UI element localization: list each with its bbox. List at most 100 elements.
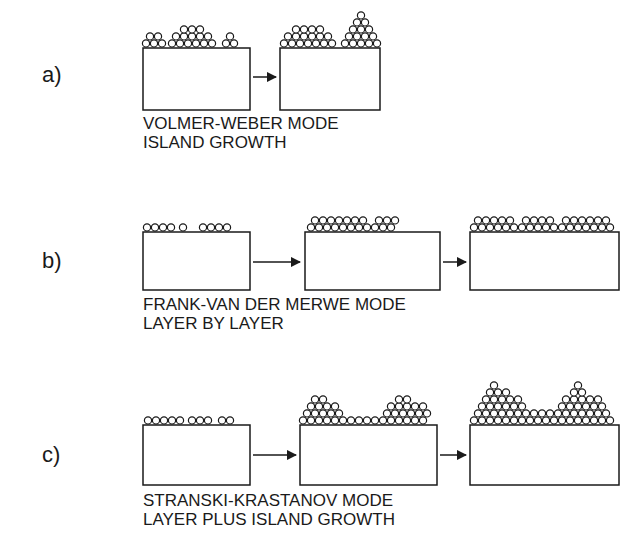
atom — [606, 224, 613, 231]
atom — [494, 417, 501, 424]
atom — [562, 217, 569, 224]
atom — [590, 403, 597, 410]
atom — [150, 40, 157, 47]
atom — [490, 410, 497, 417]
atom — [347, 224, 354, 231]
atom — [582, 403, 589, 410]
atom — [474, 410, 481, 417]
atom — [311, 396, 318, 403]
atom — [510, 417, 517, 424]
atom — [327, 410, 334, 417]
atom — [339, 224, 346, 231]
atom — [502, 403, 509, 410]
atom — [554, 410, 561, 417]
atom — [498, 396, 505, 403]
atom — [582, 224, 589, 231]
atom — [168, 40, 175, 47]
atom — [320, 40, 327, 47]
atom — [558, 417, 565, 424]
atom — [411, 417, 418, 424]
atom — [383, 410, 390, 417]
atom — [308, 26, 315, 33]
atom — [379, 417, 386, 424]
atom — [371, 224, 378, 231]
atom — [316, 33, 323, 40]
atom — [158, 40, 165, 47]
atom — [542, 224, 549, 231]
atom — [192, 40, 199, 47]
atom — [144, 417, 151, 424]
atom — [307, 417, 314, 424]
atom — [349, 26, 356, 33]
substrate-box — [300, 425, 437, 485]
atom — [199, 224, 206, 231]
atom — [375, 217, 382, 224]
atom — [222, 40, 229, 47]
atom — [363, 224, 370, 231]
atom — [570, 410, 577, 417]
atom — [582, 417, 589, 424]
atom — [315, 224, 322, 231]
atom — [379, 224, 386, 231]
atom — [343, 217, 350, 224]
atom — [602, 410, 609, 417]
process-arrow — [253, 76, 276, 78]
atom — [319, 410, 326, 417]
atom — [470, 417, 477, 424]
atom — [542, 417, 549, 424]
atom — [226, 33, 233, 40]
atom — [226, 417, 233, 424]
atom — [566, 417, 573, 424]
atom — [594, 396, 601, 403]
atom — [478, 403, 485, 410]
atom — [383, 217, 390, 224]
process-arrow — [253, 261, 300, 263]
atom — [311, 410, 318, 417]
atom — [284, 33, 291, 40]
atom — [550, 417, 557, 424]
atom — [172, 33, 179, 40]
atom — [387, 417, 394, 424]
atom — [578, 389, 585, 396]
atom — [419, 417, 426, 424]
atom — [470, 224, 477, 231]
atom — [482, 396, 489, 403]
atom — [353, 19, 360, 26]
atom — [578, 410, 585, 417]
atom — [391, 217, 398, 224]
atom — [395, 417, 402, 424]
atom — [323, 417, 330, 424]
atom — [218, 417, 225, 424]
mode-name: FRANK-VAN DER MERWE MODE — [143, 296, 406, 315]
atom — [502, 224, 509, 231]
atom — [351, 217, 358, 224]
atom — [411, 403, 418, 410]
atom — [167, 224, 174, 231]
atom — [304, 40, 311, 47]
atom — [357, 40, 364, 47]
atom — [598, 403, 605, 410]
atom — [184, 40, 191, 47]
atom — [594, 217, 601, 224]
atom — [534, 224, 541, 231]
atom — [188, 26, 195, 33]
atom — [331, 403, 338, 410]
atom — [598, 417, 605, 424]
atom — [280, 40, 287, 47]
atom — [403, 396, 410, 403]
atom — [570, 217, 577, 224]
atom — [168, 417, 175, 424]
atom — [207, 224, 214, 231]
row-letter: b) — [42, 249, 62, 273]
atom — [566, 403, 573, 410]
atom — [407, 410, 414, 417]
atom — [180, 33, 187, 40]
atom — [335, 217, 342, 224]
atom — [345, 33, 352, 40]
atom — [574, 382, 581, 389]
atom — [328, 40, 335, 47]
atom — [323, 403, 330, 410]
atom — [200, 40, 207, 47]
atom — [538, 410, 545, 417]
process-arrow — [440, 454, 466, 456]
